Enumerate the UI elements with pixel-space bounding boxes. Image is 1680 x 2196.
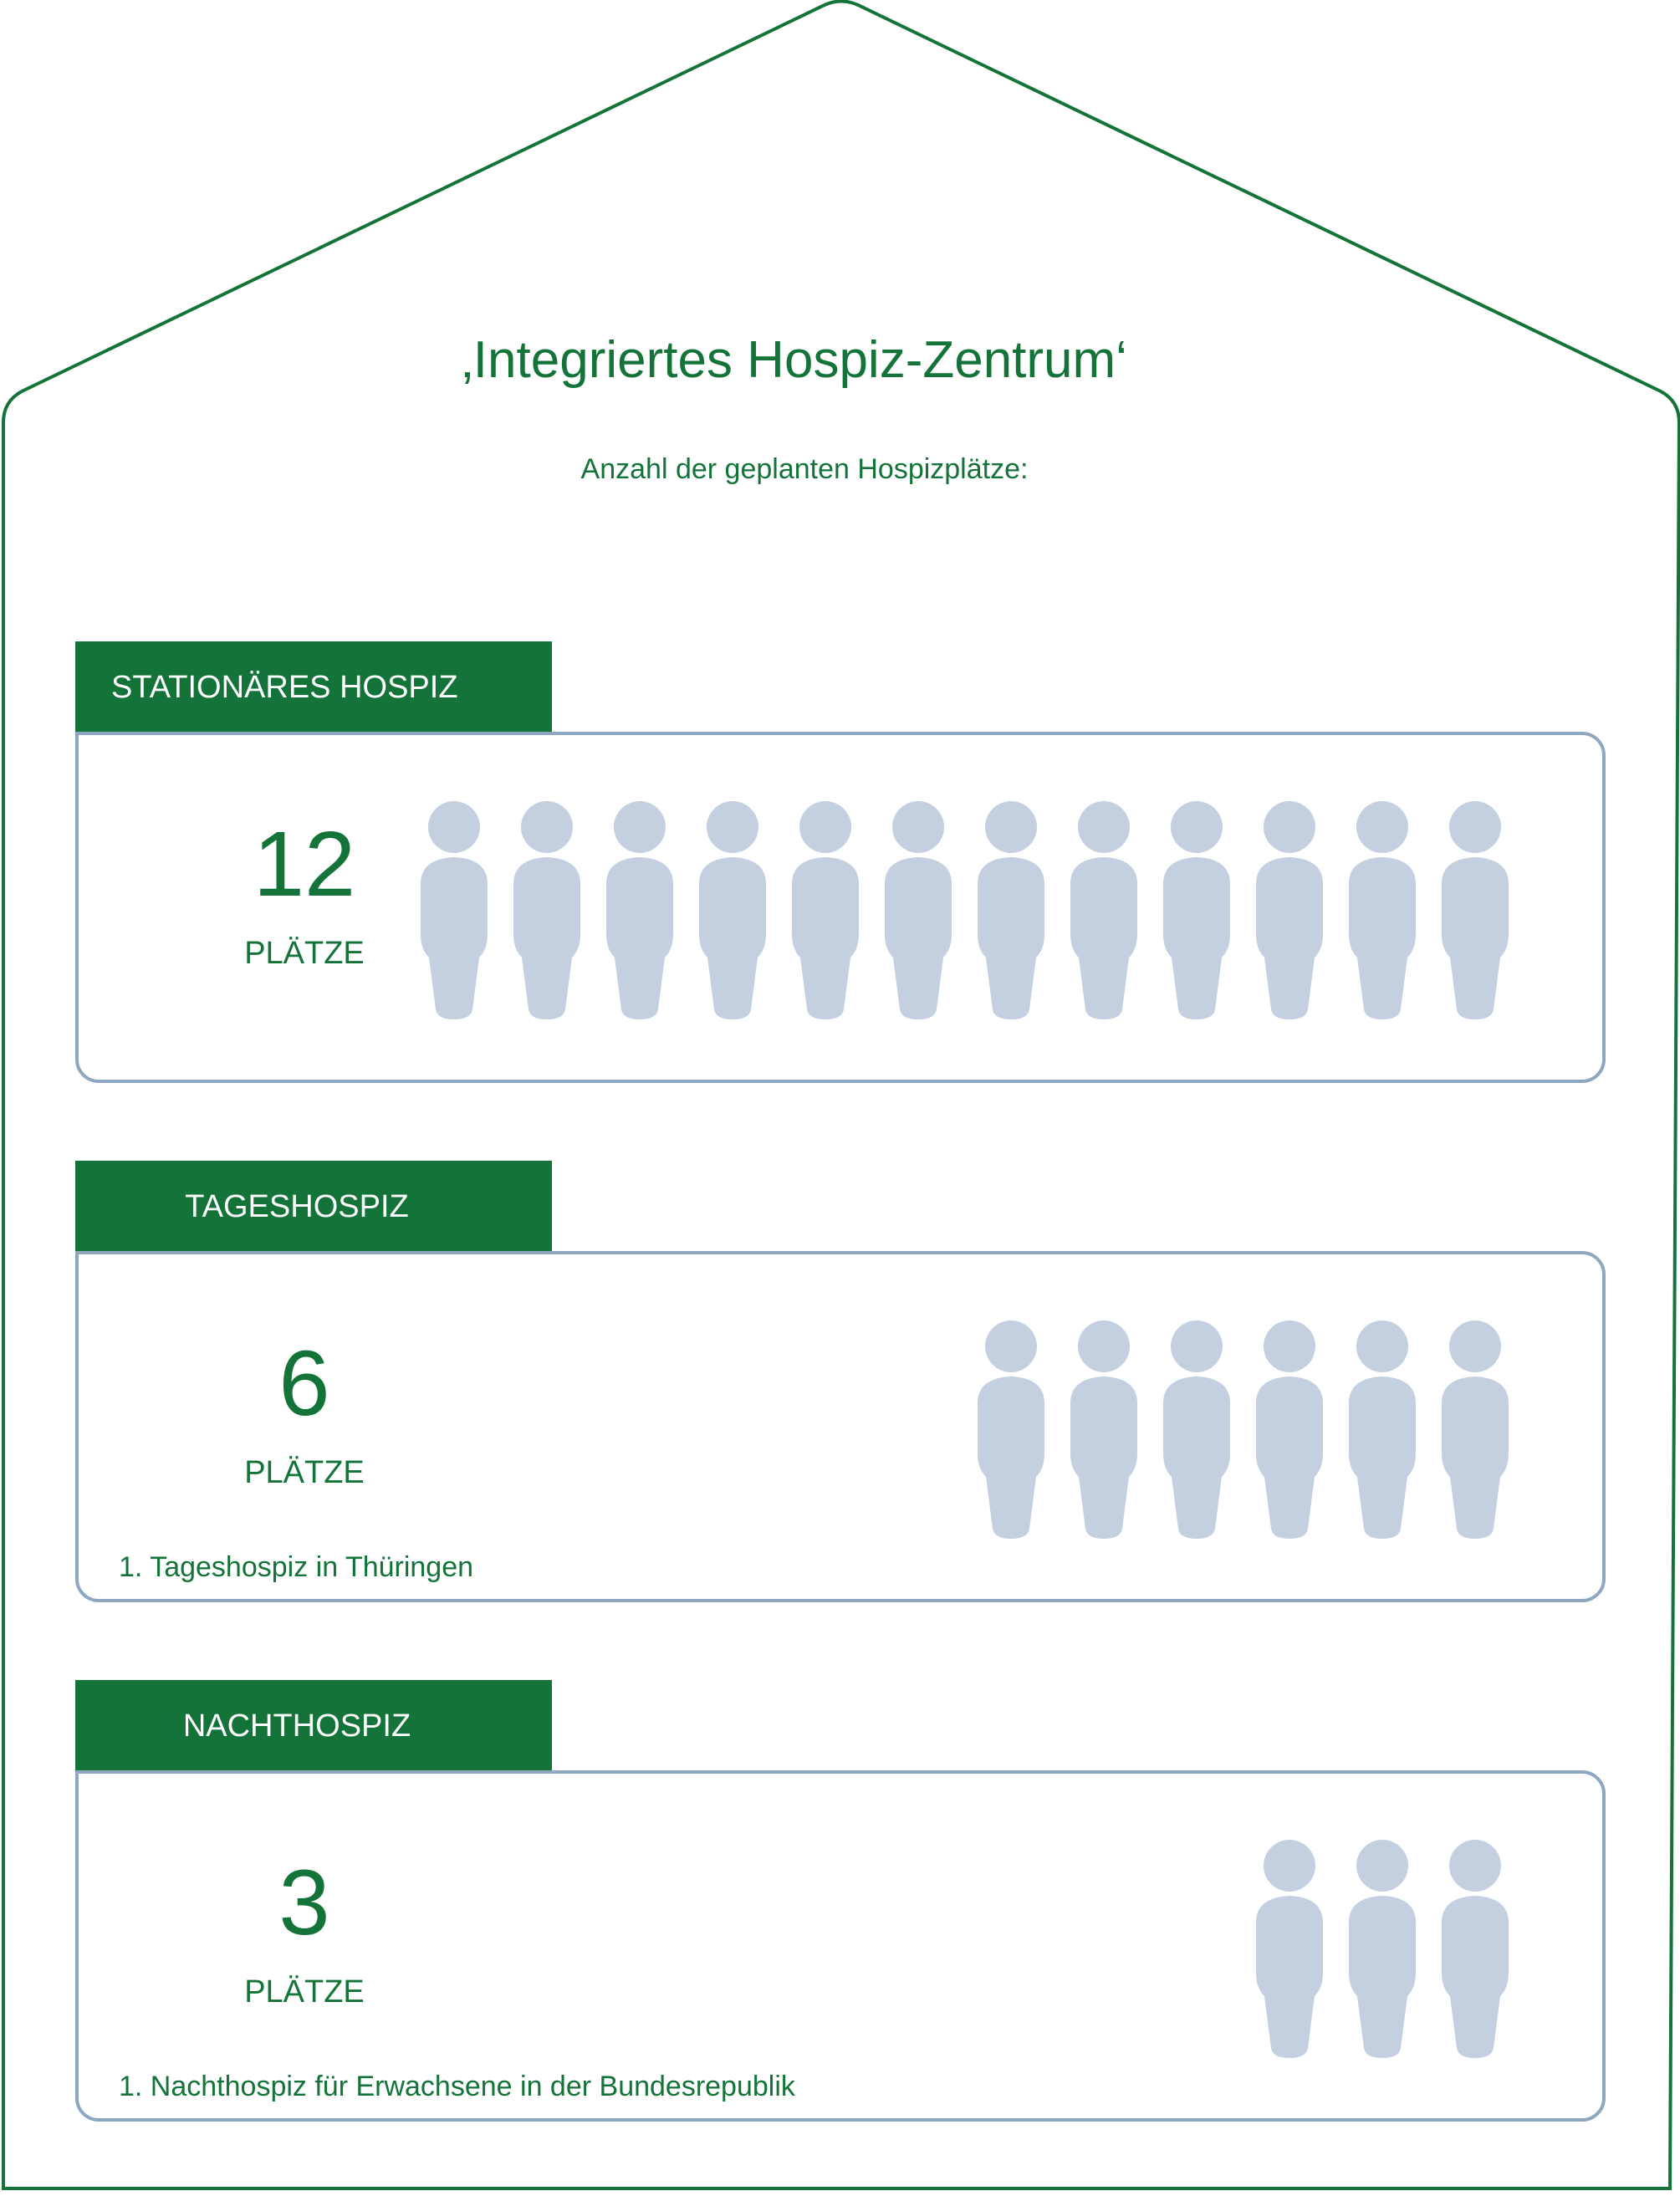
place-count: 6 [278, 1332, 330, 1435]
person-icon [1440, 800, 1510, 1019]
place-count: 12 [253, 813, 356, 916]
person-icon [1440, 1320, 1510, 1539]
person-icon [1162, 1320, 1232, 1539]
section-tab: STATIONÄRES HOSPIZ [75, 641, 552, 733]
person-icon [1069, 800, 1139, 1019]
place-unit: PLÄTZE [244, 1455, 365, 1490]
section-label: NACHTHOSPIZ [182, 1708, 411, 1744]
section-card: 6 PLÄTZE 1. Tageshospiz in Thüringen [75, 1251, 1606, 1602]
person-icon [605, 800, 675, 1019]
person-icon [1069, 1320, 1139, 1539]
person-icon [1254, 800, 1325, 1019]
section-note: 1. Tageshospiz in Thüringen [119, 1551, 474, 1583]
person-row [976, 1320, 1510, 1545]
section-label: TAGESHOSPIZ [185, 1188, 409, 1224]
section-note: 1. Nachthospiz für Erwachsene in der Bun… [119, 2071, 795, 2102]
section-card: 3 PLÄTZE 1. Nachthospiz für Erwachsene i… [75, 1770, 1606, 2122]
person-icon [1440, 1839, 1510, 2058]
section-card: 12 PLÄTZE [75, 732, 1606, 1083]
person-row [1254, 1839, 1510, 2065]
person-icon [1347, 800, 1417, 1019]
person-icon [419, 800, 489, 1019]
person-icon [512, 800, 582, 1019]
page-title: ‚Integriertes Hospiz-Zentrum‘ [462, 331, 1127, 389]
section-label: STATIONÄRES HOSPIZ [111, 669, 458, 705]
place-count: 3 [278, 1851, 330, 1954]
section-tab: TAGESHOSPIZ [75, 1161, 552, 1253]
place-unit: PLÄTZE [244, 936, 365, 971]
person-icon [1347, 1839, 1417, 2058]
person-row [419, 800, 1510, 1026]
person-icon [883, 800, 953, 1019]
person-icon [976, 1320, 1046, 1539]
section-tab: NACHTHOSPIZ [75, 1680, 552, 1772]
place-unit: PLÄTZE [244, 1974, 365, 2010]
person-icon [1254, 1839, 1325, 2058]
person-icon [976, 800, 1046, 1019]
person-icon [790, 800, 860, 1019]
person-icon [1162, 800, 1232, 1019]
person-icon [1347, 1320, 1417, 1539]
person-icon [697, 800, 768, 1019]
page-subtitle: Anzahl der geplanten Hospizplätze: [580, 453, 1029, 485]
person-icon [1254, 1320, 1325, 1539]
